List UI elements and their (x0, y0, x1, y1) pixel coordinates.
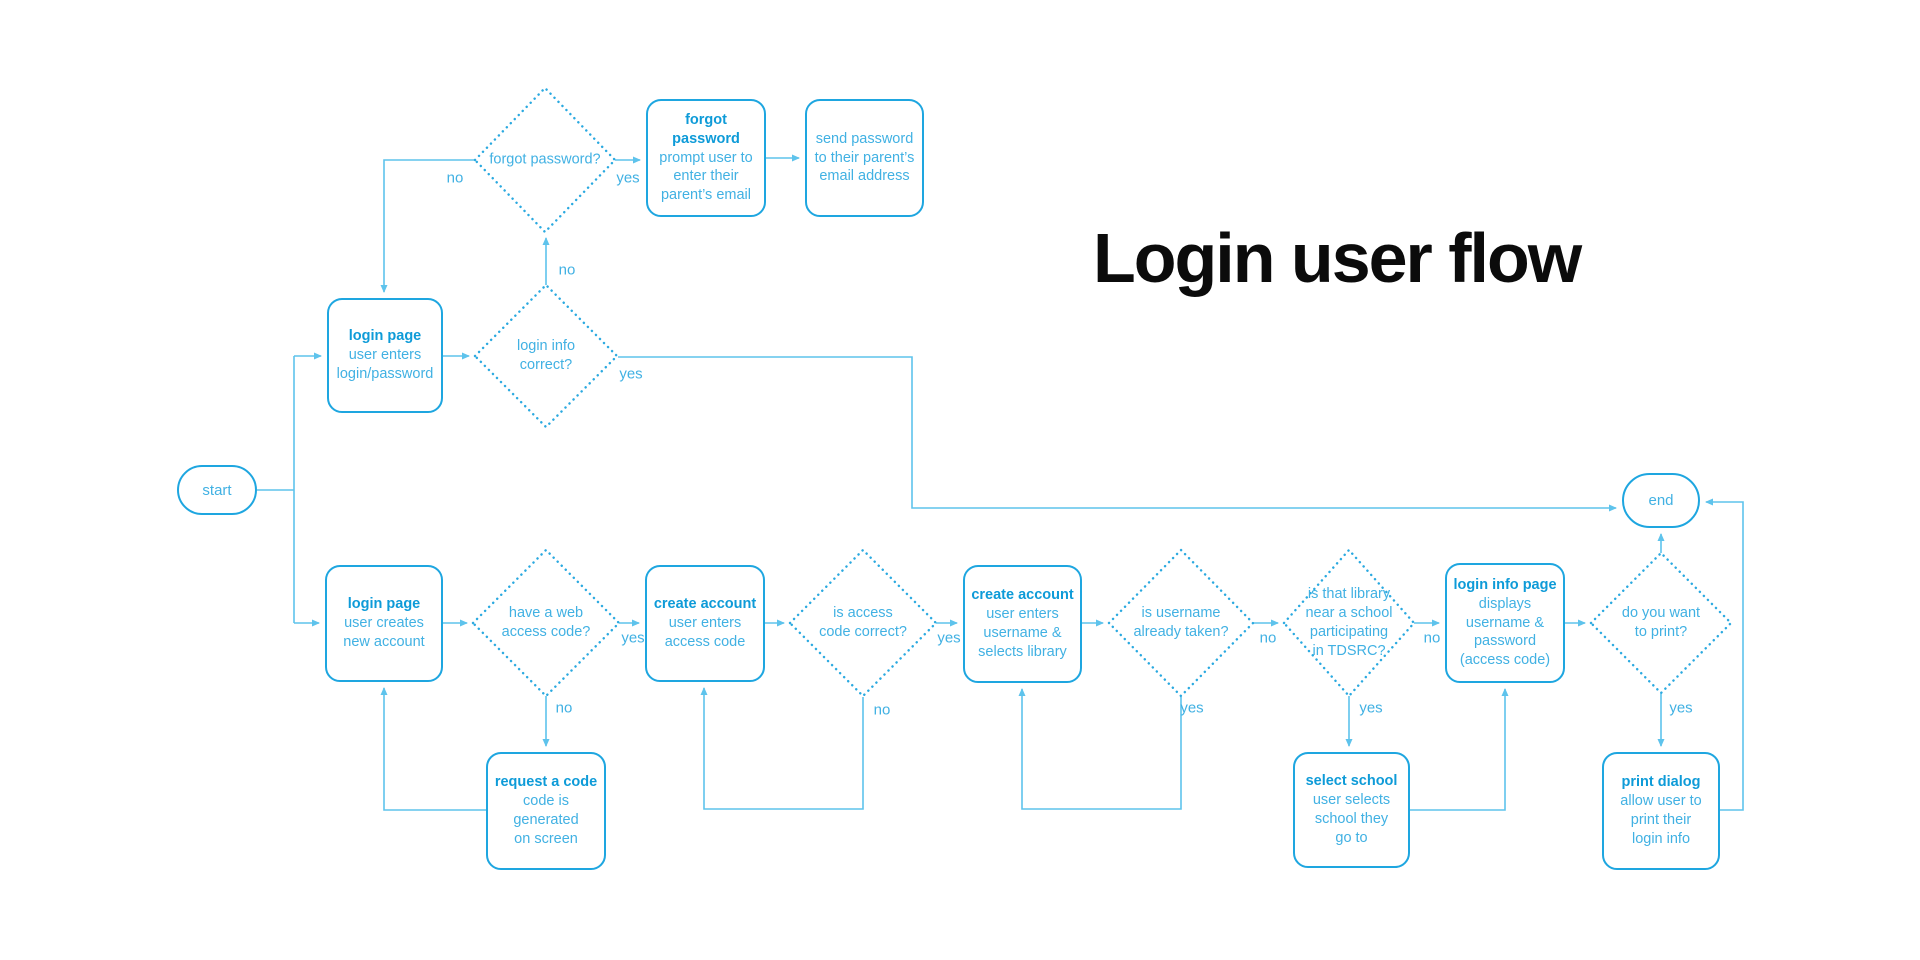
decision-library-near-school-shape (1282, 548, 1416, 698)
edge-label-forgot-no: no (446, 169, 464, 187)
node-login-page-bottom: login page user creates new account (325, 565, 443, 682)
edge-start-trunk (257, 356, 295, 623)
decision-access-code-correct-label: is access code correct? (819, 604, 907, 640)
edge-forgotq-no-to-login-top (380, 159, 475, 293)
edge-request-loop-to-login-bottom (380, 687, 486, 811)
node-send-password: send password to their parent’s email ad… (805, 99, 924, 217)
node-body: user enters login/password (336, 347, 434, 382)
decision-have-web-access-code-label: have a web access code? (501, 604, 591, 640)
node-print-dialog: print dialog allow user to print their l… (1602, 752, 1720, 870)
page-title: Login user flow (1093, 219, 1582, 297)
edge-label-library-yes: yes (1359, 699, 1383, 717)
node-create-account-username: create account user enters username & se… (963, 565, 1082, 683)
decision-username-taken-shape (1107, 548, 1255, 698)
node-create-account-code: create account user enters access code (645, 565, 765, 682)
edge-selectschool-loop-to-logininfopage (1410, 688, 1509, 811)
decision-want-to-print-shape (1589, 551, 1733, 695)
decision-login-info-correct-label: login info correct? (516, 337, 576, 373)
node-body: user enters username & selects library (978, 606, 1067, 660)
edge-label-havecode-yes: yes (621, 629, 645, 647)
decision-forgot-password-label: forgot password? (489, 151, 601, 168)
edge-codecorrect-no-loop-create1 (700, 687, 864, 810)
node-body: displays username & password (access cod… (1459, 595, 1551, 669)
node-title: request a code (494, 774, 598, 791)
end-terminal-label: end (1648, 492, 1674, 509)
edge-label-usernametaken-no: no (1259, 629, 1277, 647)
edge-printdialog-loop-to-end (1705, 498, 1744, 811)
start-terminal: start (177, 465, 257, 515)
start-terminal-label: start (202, 481, 232, 499)
node-body: prompt user to enter their parent’s emai… (659, 149, 753, 204)
node-select-school: select school user selects school they g… (1293, 752, 1410, 868)
node-title: forgot password (672, 111, 740, 147)
edge-usernametaken-yes-loop-create2 (1018, 688, 1182, 810)
node-title: login info page (1453, 576, 1557, 593)
node-login-page-top: login page user enters login/password (327, 298, 443, 413)
node-request-code: request a code code is generated on scre… (486, 752, 606, 870)
node-body: code is generated on screen (513, 793, 579, 847)
node-body: user creates new account (343, 615, 425, 650)
edge-label-havecode-no: no (555, 699, 573, 717)
node-title: login page (348, 328, 422, 345)
edge-label-logininfo-no: no (558, 261, 576, 279)
edge-label-logininfo-yes: yes (619, 365, 643, 383)
edge-logininfo-yes-to-end (618, 356, 1617, 512)
node-title: select school (1305, 773, 1398, 790)
edge-label-codecorrect-no: no (873, 701, 891, 719)
decision-library-near-school-label: is that library near a school participat… (1305, 585, 1393, 660)
end-terminal: end (1622, 473, 1700, 528)
node-login-info-page: login info page displays username & pass… (1445, 563, 1565, 683)
edge-label-print-yes: yes (1669, 699, 1693, 717)
node-body: allow user to print their login info (1620, 793, 1702, 847)
node-title: login page (347, 596, 421, 613)
decision-want-to-print-label: do you want to print? (1621, 604, 1701, 640)
edge-label-codecorrect-yes: yes (937, 629, 961, 647)
node-body: user selects school they go to (1312, 792, 1391, 846)
node-title: print dialog (1621, 774, 1701, 791)
edge-label-usernametaken-yes: yes (1180, 699, 1204, 717)
decision-access-code-correct-shape (788, 548, 938, 698)
edge-label-forgot-yes: yes (616, 169, 640, 187)
node-title: create account (971, 587, 1074, 604)
node-body: user enters access code (664, 615, 746, 650)
node-forgot-password: forgot password prompt user to enter the… (646, 99, 766, 217)
edge-label-library-no: no (1423, 629, 1441, 647)
node-title: create account (653, 596, 757, 613)
node-body: send password to their parent’s email ad… (814, 130, 915, 185)
decision-have-web-access-code-shape (471, 548, 621, 698)
decision-username-taken-label: is username already taken? (1133, 604, 1229, 640)
